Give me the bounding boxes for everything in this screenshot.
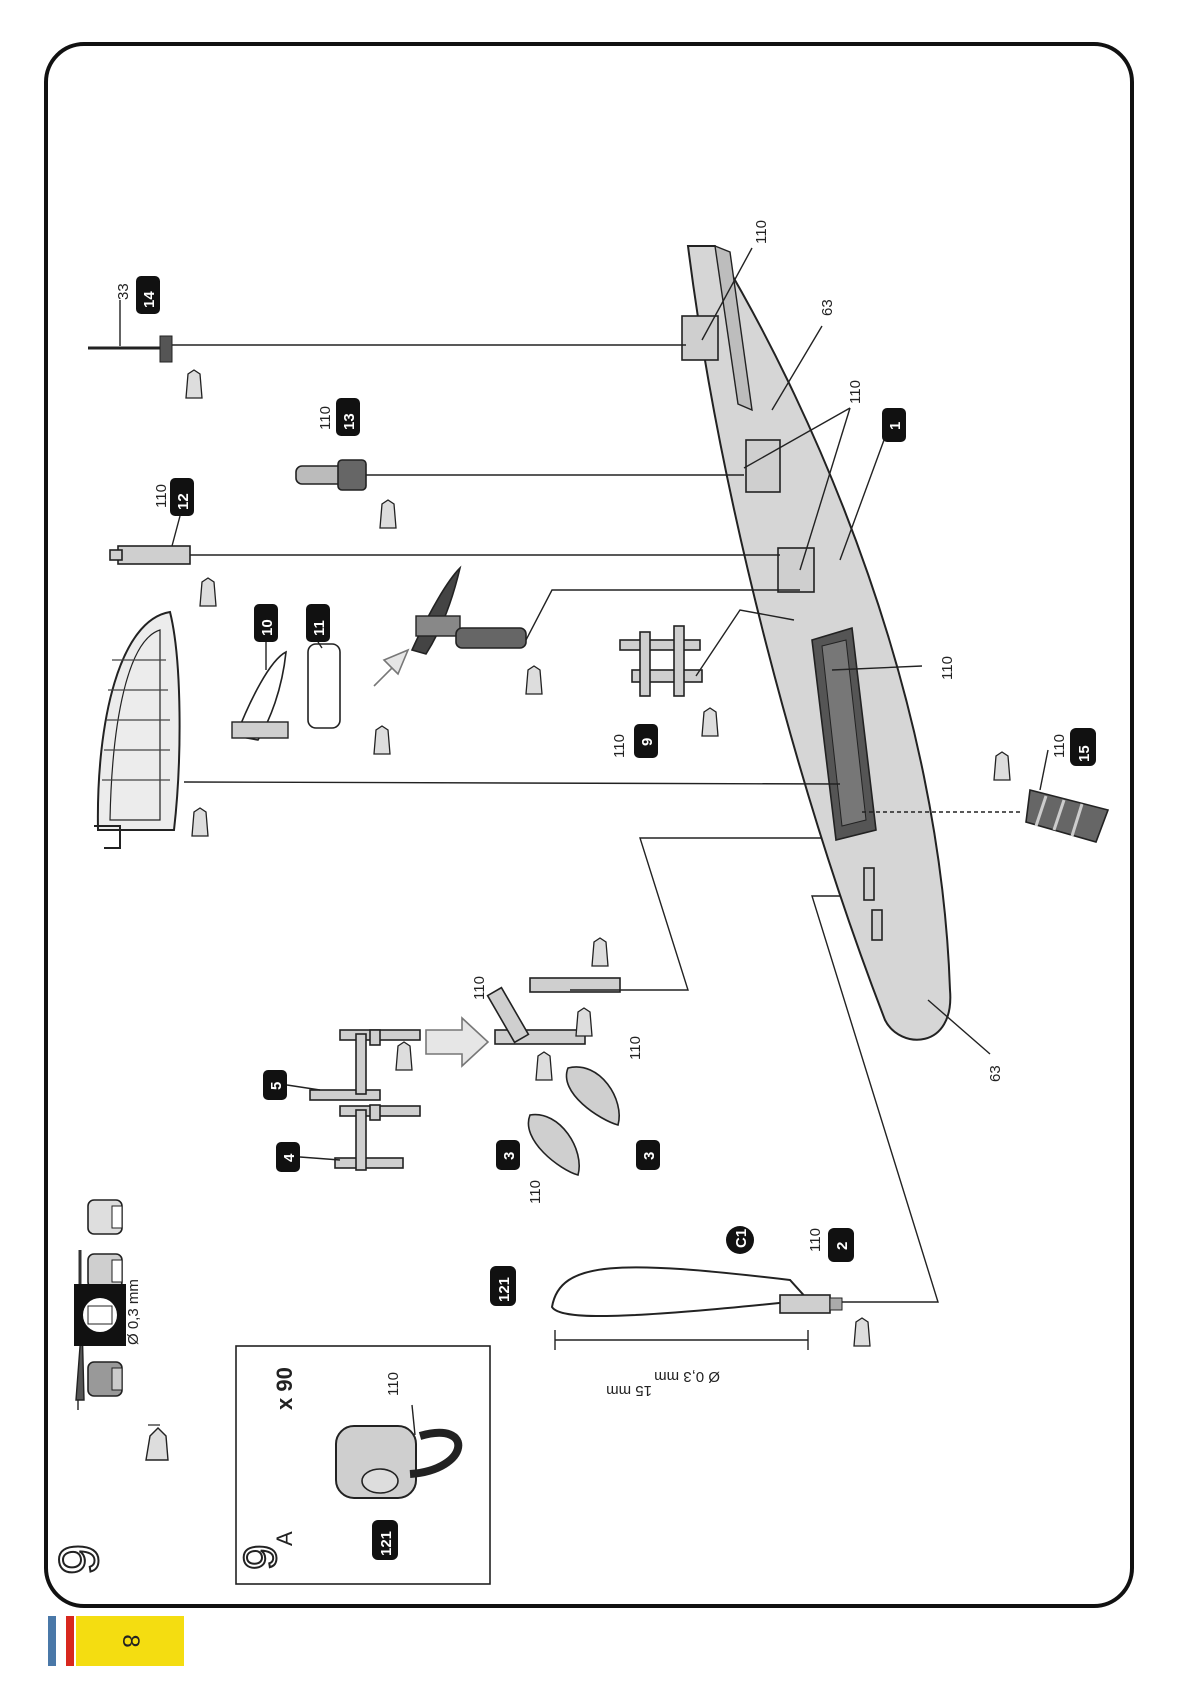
label-110: 110 (385, 1372, 402, 1396)
glue-tube-icon (200, 578, 216, 606)
wire-spool-icon (74, 1284, 126, 1346)
part-2-davit (780, 1295, 842, 1313)
glue-tube-icon (994, 752, 1010, 780)
glue-tube-icon (380, 500, 396, 528)
svg-text:4: 4 (281, 1153, 298, 1162)
glue-tube-icon (592, 938, 608, 966)
inset-quantity: x 90 (272, 1367, 297, 1410)
glue-tube-icon (374, 726, 390, 754)
wire-spec-text-group: Ø 0,3 mm (125, 1279, 142, 1345)
page-footer: 8 (48, 1616, 188, 1666)
inset-step-suffix: A (272, 1531, 297, 1546)
badge-15: 15 (1070, 728, 1096, 766)
badge-11: 11 (306, 604, 330, 642)
part-12-bollard (110, 546, 190, 564)
wire-diameter-group: Ø 0,3 mm (654, 1368, 720, 1385)
step-number-group: 9 (47, 1544, 110, 1575)
label-110: 110 (1051, 734, 1068, 758)
badge-5: 5 (263, 1070, 287, 1100)
glue-tube-icon (536, 1052, 552, 1080)
svg-text:121: 121 (496, 1277, 513, 1302)
color-bar-red (66, 1616, 74, 1666)
label-110: 110 (153, 484, 170, 508)
svg-text:5: 5 (268, 1082, 285, 1090)
page-number: 8 (105, 1587, 155, 1695)
paint-pot-icon (88, 1254, 122, 1288)
badge-13: 13 (336, 398, 360, 436)
glue-tube-icon (186, 370, 202, 398)
svg-text:10: 10 (259, 619, 276, 636)
glue-tube-icon (192, 808, 208, 836)
page-frame (46, 44, 1132, 1606)
badge-9: 9 (634, 724, 658, 758)
label-110: 110 (527, 1180, 544, 1204)
label-110: 110 (939, 656, 956, 680)
badge-10: 10 (254, 604, 278, 642)
svg-text:11: 11 (311, 620, 328, 636)
badge-121: 121 (372, 1520, 398, 1560)
svg-text:121: 121 (378, 1531, 395, 1556)
svg-text:C1: C1 (733, 1229, 750, 1248)
svg-text:15: 15 (1076, 745, 1093, 762)
glue-tube-icon (854, 1318, 870, 1346)
svg-text:14: 14 (141, 291, 158, 308)
label-110: 110 (807, 1228, 824, 1252)
wire-length: 15 mm (606, 1382, 652, 1399)
badge-3: 3 (636, 1140, 660, 1170)
svg-text:1: 1 (887, 422, 904, 430)
svg-text:13: 13 (341, 413, 358, 430)
label-63: 63 (987, 1065, 1004, 1082)
wire-diameter: Ø 0,3 mm (654, 1368, 720, 1385)
wire-spec: Ø 0,3 mm (125, 1279, 142, 1345)
inset-qty-group: x 90 (272, 1367, 297, 1410)
inset-step-number: 9 (234, 1544, 286, 1570)
badge-3: 3 (496, 1140, 520, 1170)
label-110: 110 (847, 380, 864, 404)
label-110: 110 (317, 406, 334, 430)
badge-2: 2 (828, 1228, 854, 1262)
badge-c1: C1 (726, 1226, 754, 1254)
label-63: 63 (819, 299, 836, 316)
glue-tube-icon (526, 666, 542, 694)
svg-text:12: 12 (175, 493, 192, 510)
label-110: 110 (471, 976, 488, 1000)
badge-12: 12 (170, 478, 194, 516)
badge-4: 4 (276, 1142, 300, 1172)
glue-tube-icon (576, 1008, 592, 1036)
badge-14: 14 (136, 276, 160, 314)
page-number-box: 8 (76, 1616, 184, 1666)
label-33: 33 (115, 283, 132, 300)
badge-121: 121 (490, 1266, 516, 1306)
svg-text:3: 3 (641, 1152, 658, 1160)
color-bar-blue (48, 1616, 56, 1666)
svg-text:9: 9 (639, 738, 656, 746)
paint-pot-icon (88, 1362, 122, 1396)
svg-text:2: 2 (834, 1242, 851, 1250)
step-number: 9 (47, 1544, 110, 1575)
glue-tube-icon (396, 1042, 412, 1070)
wire-length-group: 15 mm (606, 1382, 652, 1399)
glue-tube-icon (702, 708, 718, 736)
label-110: 110 (627, 1036, 644, 1060)
svg-text:3: 3 (501, 1152, 518, 1160)
label-110: 110 (753, 220, 770, 244)
label-110: 110 (611, 734, 628, 758)
part-11-post (308, 644, 340, 728)
paint-pot-icon (88, 1200, 122, 1234)
badge-1: 1 (882, 408, 906, 442)
